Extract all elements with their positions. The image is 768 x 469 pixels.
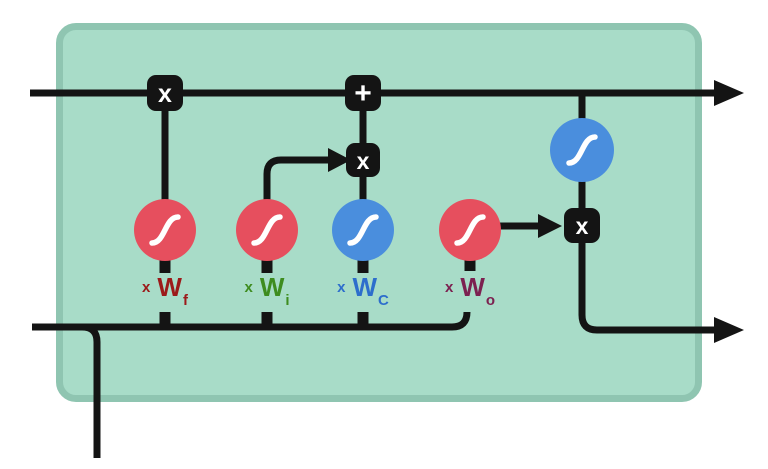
multiplier-prefix: x xyxy=(142,279,151,296)
output-gate-arrow-icon xyxy=(538,214,562,238)
multiplier-prefix: x xyxy=(337,279,346,296)
wire-tick xyxy=(159,257,171,273)
op-box xyxy=(346,143,380,177)
input-gate-wire xyxy=(263,156,330,202)
op-box xyxy=(564,208,600,243)
weight-symbol: W xyxy=(259,272,285,302)
wire-tick xyxy=(261,257,273,273)
sigmoid-curve-icon xyxy=(347,214,379,246)
weight-subscript: o xyxy=(485,292,496,309)
weight-symbol: W xyxy=(460,272,485,302)
wire-tick xyxy=(261,312,273,325)
cell-state-output-arrow-icon xyxy=(714,80,744,106)
hidden-state-output-arrow-icon xyxy=(714,317,744,343)
output-gate xyxy=(439,199,501,261)
sigmoid-curve-icon xyxy=(454,214,486,246)
multiplier-prefix: x xyxy=(244,279,253,296)
input-gate-arrow-icon xyxy=(328,148,351,172)
input-line xyxy=(32,311,471,331)
sigmoid-curve-icon xyxy=(149,214,181,246)
plus-glyph: + xyxy=(354,77,372,110)
forget-multiply-op: x xyxy=(147,75,183,111)
op-box xyxy=(147,75,183,111)
input-gate xyxy=(236,199,298,261)
weight-symbol: W xyxy=(352,272,378,302)
op-box xyxy=(345,75,381,111)
hidden-state-wire xyxy=(578,93,716,334)
weight-subscript: C xyxy=(378,292,389,309)
multiply-glyph: x xyxy=(357,148,370,174)
weight-subscript: i xyxy=(285,292,290,309)
sigmoid-curve-icon xyxy=(566,134,598,166)
multiplier-prefix: x xyxy=(444,279,454,296)
candidate-gate xyxy=(332,199,394,261)
wire-tick xyxy=(357,312,369,325)
sigmoid-curve-icon xyxy=(251,214,283,246)
state-add-op: + xyxy=(345,75,381,111)
output-multiply-op: x xyxy=(564,208,600,243)
candidate-multiply-op: x xyxy=(346,143,380,177)
output-activation xyxy=(550,118,614,182)
forget-gate xyxy=(134,199,196,261)
wire-tick xyxy=(357,257,369,273)
multiply-glyph: x xyxy=(158,80,172,108)
multiply-glyph: x xyxy=(576,213,589,239)
input-branch-line xyxy=(81,323,101,458)
weight-subscript: f xyxy=(182,292,188,309)
wire-tick xyxy=(464,257,476,271)
wire-tick xyxy=(159,312,171,325)
weight-symbol: W xyxy=(157,272,182,302)
